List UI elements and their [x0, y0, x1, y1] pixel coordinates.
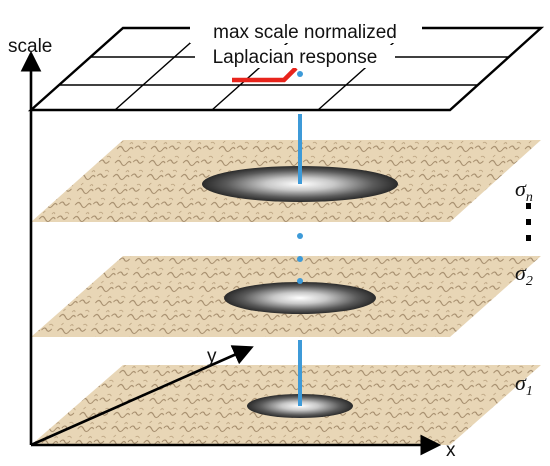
- sigma-2-label: σ2: [515, 260, 533, 289]
- layer-ellipsis: [526, 203, 531, 241]
- top-annotation: max scale normalized Laplacian response: [190, 20, 422, 68]
- max-response-dot: [297, 71, 303, 77]
- axes: [20, 50, 442, 456]
- annotation-bg-1: [190, 20, 422, 43]
- response-grid-outline: [27, 26, 545, 112]
- y-axis-label: y: [207, 346, 217, 367]
- x-axis-label: x: [446, 440, 456, 461]
- annotation-bg-2: [195, 45, 395, 68]
- connector-dot: [297, 233, 303, 239]
- layer-sigma-1: [31, 365, 541, 445]
- max-response-highlight: [232, 66, 298, 83]
- annotation-line-1: max scale normalized: [213, 22, 397, 43]
- connector-dot: [297, 278, 303, 284]
- layer-sigma-n: [31, 140, 541, 222]
- layer-sigma-2-blob: [224, 282, 376, 314]
- layer-sigma-2: [31, 256, 541, 337]
- sigma-1-label: σ1: [515, 370, 533, 399]
- scale-axis-label: scale: [8, 36, 52, 57]
- sigma-n-label: σn: [515, 176, 533, 205]
- annotation-line-2: Laplacian response: [213, 47, 378, 68]
- connector-dot: [297, 256, 303, 262]
- y-axis: [30, 345, 254, 447]
- connector: [297, 114, 303, 406]
